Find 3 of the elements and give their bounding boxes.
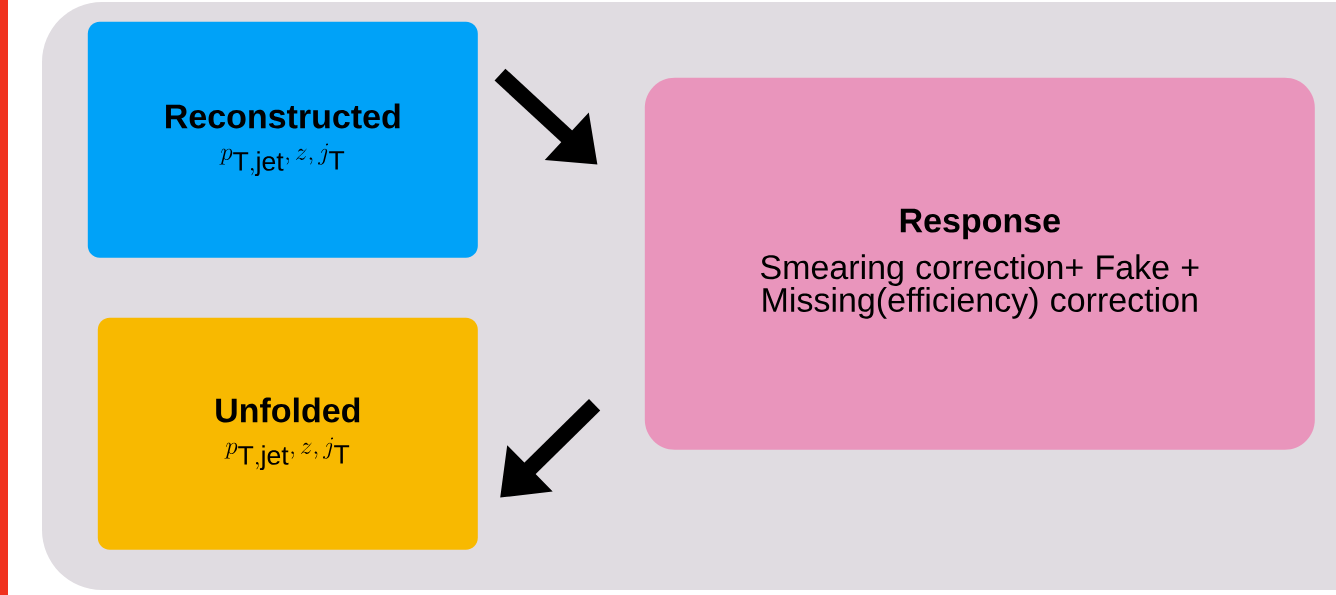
process-box: Reconstructed $p_{\mathrm{T,jet}}, z, j_{\mathrm{T}}$ [87, 21, 478, 258]
process-box: Unfolded $p_{\mathrm{T,jet}}, z, j_{\mathrm{T}}$ [97, 317, 478, 550]
process-box: Response Smearing correction+ Fake + Missing(efficiency) correction [644, 77, 1315, 450]
